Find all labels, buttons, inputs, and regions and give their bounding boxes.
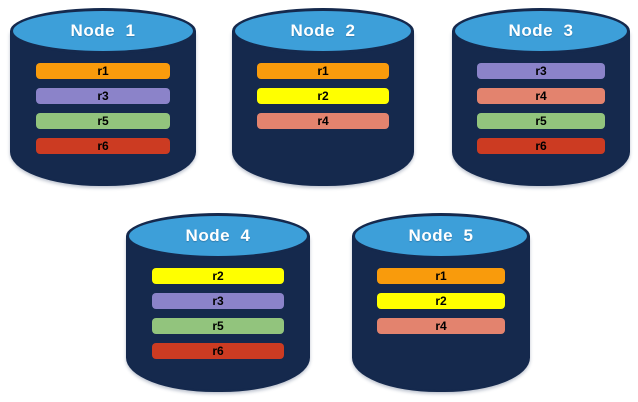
node-5[interactable]: Node 5 r1 r2 r4 [352,213,530,392]
shard-r6[interactable]: r6 [36,138,170,154]
node-top-ellipse [126,213,310,259]
shard-list: r1 r2 r4 [232,63,414,129]
shard-r6[interactable]: r6 [476,138,606,154]
shard-r5[interactable]: r5 [36,113,170,129]
shard-r1[interactable]: r1 [36,63,170,79]
node-top-ellipse [352,213,530,259]
shard-r2[interactable]: r2 [151,268,285,284]
node-4[interactable]: Node 4 r2 r3 r5 r6 [126,213,310,392]
node-top-ellipse [232,8,414,54]
shard-r1[interactable]: r1 [376,268,506,284]
node-top-ellipse [10,8,196,54]
shard-r5[interactable]: r5 [151,318,285,334]
node-label: Node 1 [70,21,136,40]
node-body [232,31,414,186]
node-3[interactable]: Node 3 r3 r4 r5 r6 [452,8,630,186]
shard-r1[interactable]: r1 [257,63,389,79]
shard-r3[interactable]: r3 [36,88,170,104]
node-body [452,31,630,186]
shard-r4[interactable]: r4 [257,113,389,129]
shard-r5[interactable]: r5 [476,113,606,129]
node-top-ellipse [452,8,630,54]
node-label: Node 2 [290,21,356,40]
shard-r3[interactable]: r3 [476,63,606,79]
shard-r4[interactable]: r4 [376,318,506,334]
shard-r4[interactable]: r4 [476,88,606,104]
node-1[interactable]: Node 1 r1 r3 r5 r6 [10,8,196,186]
shard-r3[interactable]: r3 [151,293,285,309]
shard-list: r2 r3 r5 r6 [126,268,310,359]
node-label: Node 4 [185,226,251,245]
shard-r2[interactable]: r2 [257,88,389,104]
shard-list: r1 r3 r5 r6 [10,63,196,154]
node-2[interactable]: Node 2 r1 r2 r4 [232,8,414,186]
node-label: Node 3 [508,21,574,40]
shard-list: r3 r4 r5 r6 [452,63,630,154]
shard-r6[interactable]: r6 [151,343,285,359]
node-body [126,236,310,392]
node-label: Node 5 [408,226,474,245]
shard-list: r1 r2 r4 [352,268,530,334]
shard-r2[interactable]: r2 [376,293,506,309]
